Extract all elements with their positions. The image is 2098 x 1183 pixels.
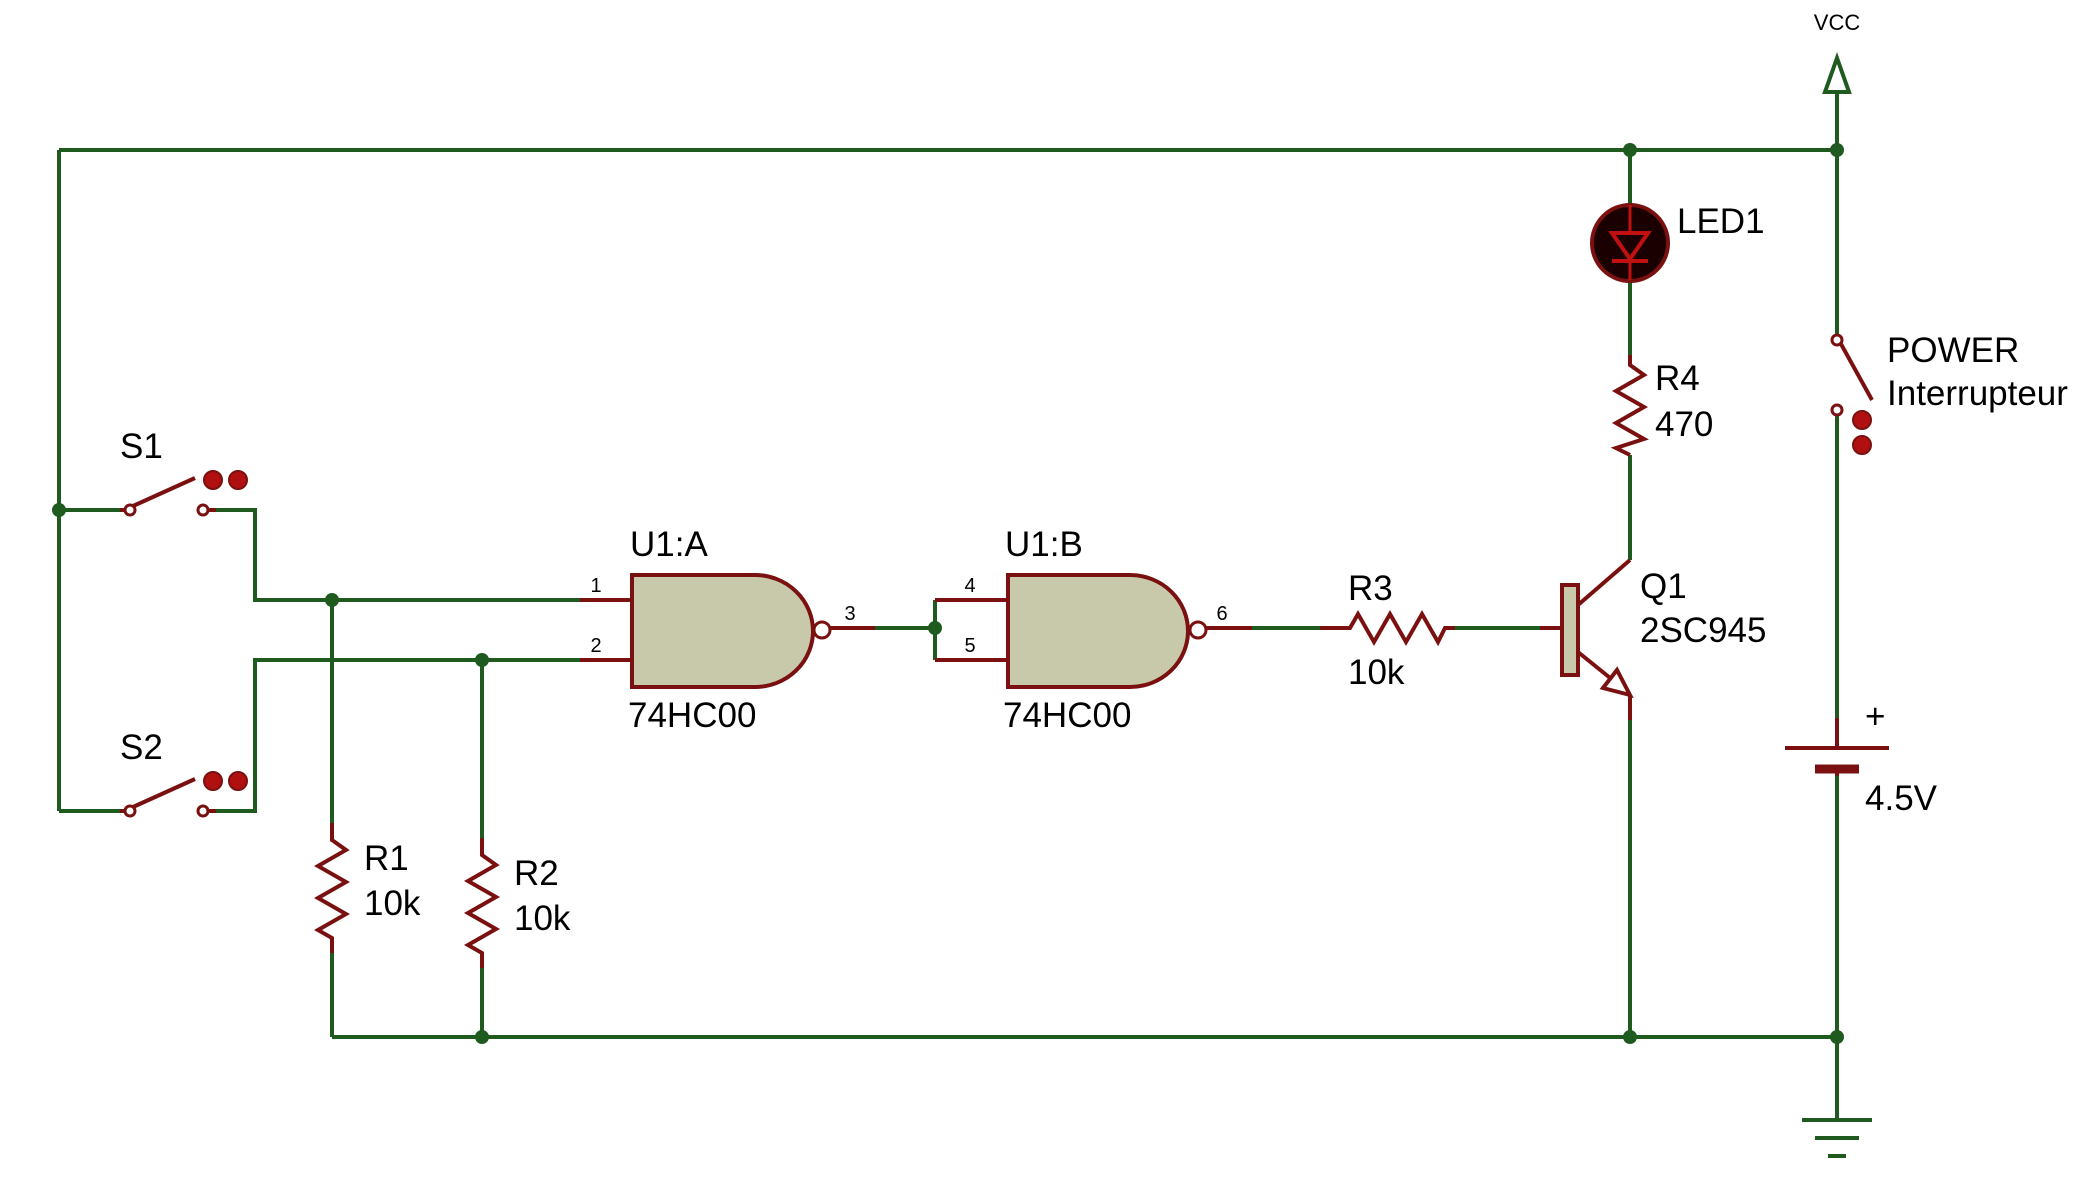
switch-contact-icon	[1830, 403, 1844, 417]
junction-dot	[325, 593, 339, 607]
resistor-r4: R4 470	[1610, 355, 1713, 457]
resistor-zigzag-icon	[463, 838, 501, 968]
resistor-zigzag-icon	[313, 823, 351, 953]
nand-bubble-icon	[1188, 620, 1208, 640]
resistor-r2: R2 10k	[463, 838, 571, 968]
gate-name: U1:A	[630, 525, 708, 564]
power-switch-name: POWER	[1887, 331, 2019, 370]
vcc-terminal: VCC	[1814, 10, 1861, 94]
pin-number: 1	[590, 575, 601, 597]
transistor-collector-icon	[1576, 558, 1632, 607]
switch-contact-icon	[196, 804, 210, 818]
pin-number: 4	[964, 575, 975, 597]
ground-symbol	[1802, 1118, 1872, 1158]
led-label: LED1	[1677, 202, 1765, 241]
junction-dot	[1830, 143, 1844, 157]
switch-s1[interactable]: S1	[120, 427, 248, 517]
vcc-label: VCC	[1814, 10, 1861, 35]
switch-toggle-icon[interactable]	[1852, 435, 1872, 455]
switch-toggle-icon[interactable]	[228, 771, 248, 791]
transistor-emitter-arrow-icon	[1599, 666, 1634, 699]
gate-input-lead	[580, 598, 632, 662]
nand-gate-body-icon	[1006, 573, 1190, 689]
resistor-value: 470	[1655, 405, 1713, 444]
switch-lever-icon	[132, 777, 196, 809]
switch-s2[interactable]: S2	[120, 728, 248, 818]
switch-contact-icon	[196, 503, 210, 517]
s1-output-wire	[216, 508, 580, 602]
switch-contact-icon	[1830, 333, 1844, 347]
junction-dots	[52, 143, 1844, 1044]
battery-plus-label: +	[1865, 697, 1885, 736]
battery: + 4.5V	[1785, 697, 1938, 818]
gate-part: 74HC00	[1003, 696, 1131, 735]
led-1: LED1	[1590, 202, 1765, 283]
switch-toggle-icon[interactable]	[228, 470, 248, 490]
transistor-base-bar-icon	[1560, 583, 1580, 677]
pin-number: 6	[1216, 603, 1227, 625]
junction-dot	[1623, 1030, 1637, 1044]
nand-gate-u1b: 4 5 6 U1:B 74HC00	[935, 525, 1252, 735]
resistor-name: R1	[364, 839, 409, 878]
switch-toggle-icon[interactable]	[1852, 410, 1872, 430]
resistor-r3: R3 10k	[1320, 569, 1455, 692]
resistor-name: R4	[1655, 359, 1700, 398]
ground-icon	[1802, 1118, 1872, 1158]
gate-part: 74HC00	[628, 696, 756, 735]
gate-input-lead	[935, 598, 1008, 662]
resistor-zigzag-icon	[1320, 609, 1455, 647]
pin-number: 2	[590, 635, 601, 657]
resistor-zigzag-icon	[1610, 355, 1649, 457]
vcc-arrow-icon	[1822, 51, 1852, 94]
resistor-value: 10k	[1348, 653, 1405, 692]
junction-dot	[475, 1030, 489, 1044]
nand-gate-body-icon	[630, 573, 815, 689]
switch-label: S1	[120, 427, 163, 466]
resistor-name: R3	[1348, 569, 1393, 608]
switch-lever-icon	[132, 476, 196, 508]
junction-dot	[1623, 143, 1637, 157]
resistor-r1: R1 10k	[313, 823, 421, 953]
switch-label: S2	[120, 728, 163, 767]
resistor-value: 10k	[514, 899, 571, 938]
nand-gate-u1a: 1 2 3 U1:A 74HC00	[580, 525, 875, 735]
switch-lever-icon	[1839, 343, 1874, 401]
junction-dot	[1830, 1030, 1844, 1044]
power-switch-type: Interrupteur	[1887, 374, 2068, 413]
transistor-name: Q1	[1640, 567, 1687, 606]
transistor-q1: Q1 2SC945	[1540, 558, 1766, 720]
switch-toggle-icon[interactable]	[203, 771, 223, 791]
pin-number: 3	[844, 603, 855, 625]
pin-number: 5	[964, 635, 975, 657]
switch-toggle-icon[interactable]	[203, 470, 223, 490]
power-switch[interactable]: POWER Interrupteur	[1830, 331, 2068, 455]
gate-name: U1:B	[1005, 525, 1083, 564]
resistor-name: R2	[514, 854, 559, 893]
resistor-value: 10k	[364, 884, 421, 923]
junction-dot	[52, 503, 66, 517]
nand-bubble-icon	[812, 620, 832, 640]
transistor-part: 2SC945	[1640, 611, 1766, 650]
junction-dot	[475, 653, 489, 667]
s2-output-wire	[216, 658, 580, 813]
battery-value-label: 4.5V	[1865, 779, 1938, 818]
junction-dot	[928, 621, 942, 635]
